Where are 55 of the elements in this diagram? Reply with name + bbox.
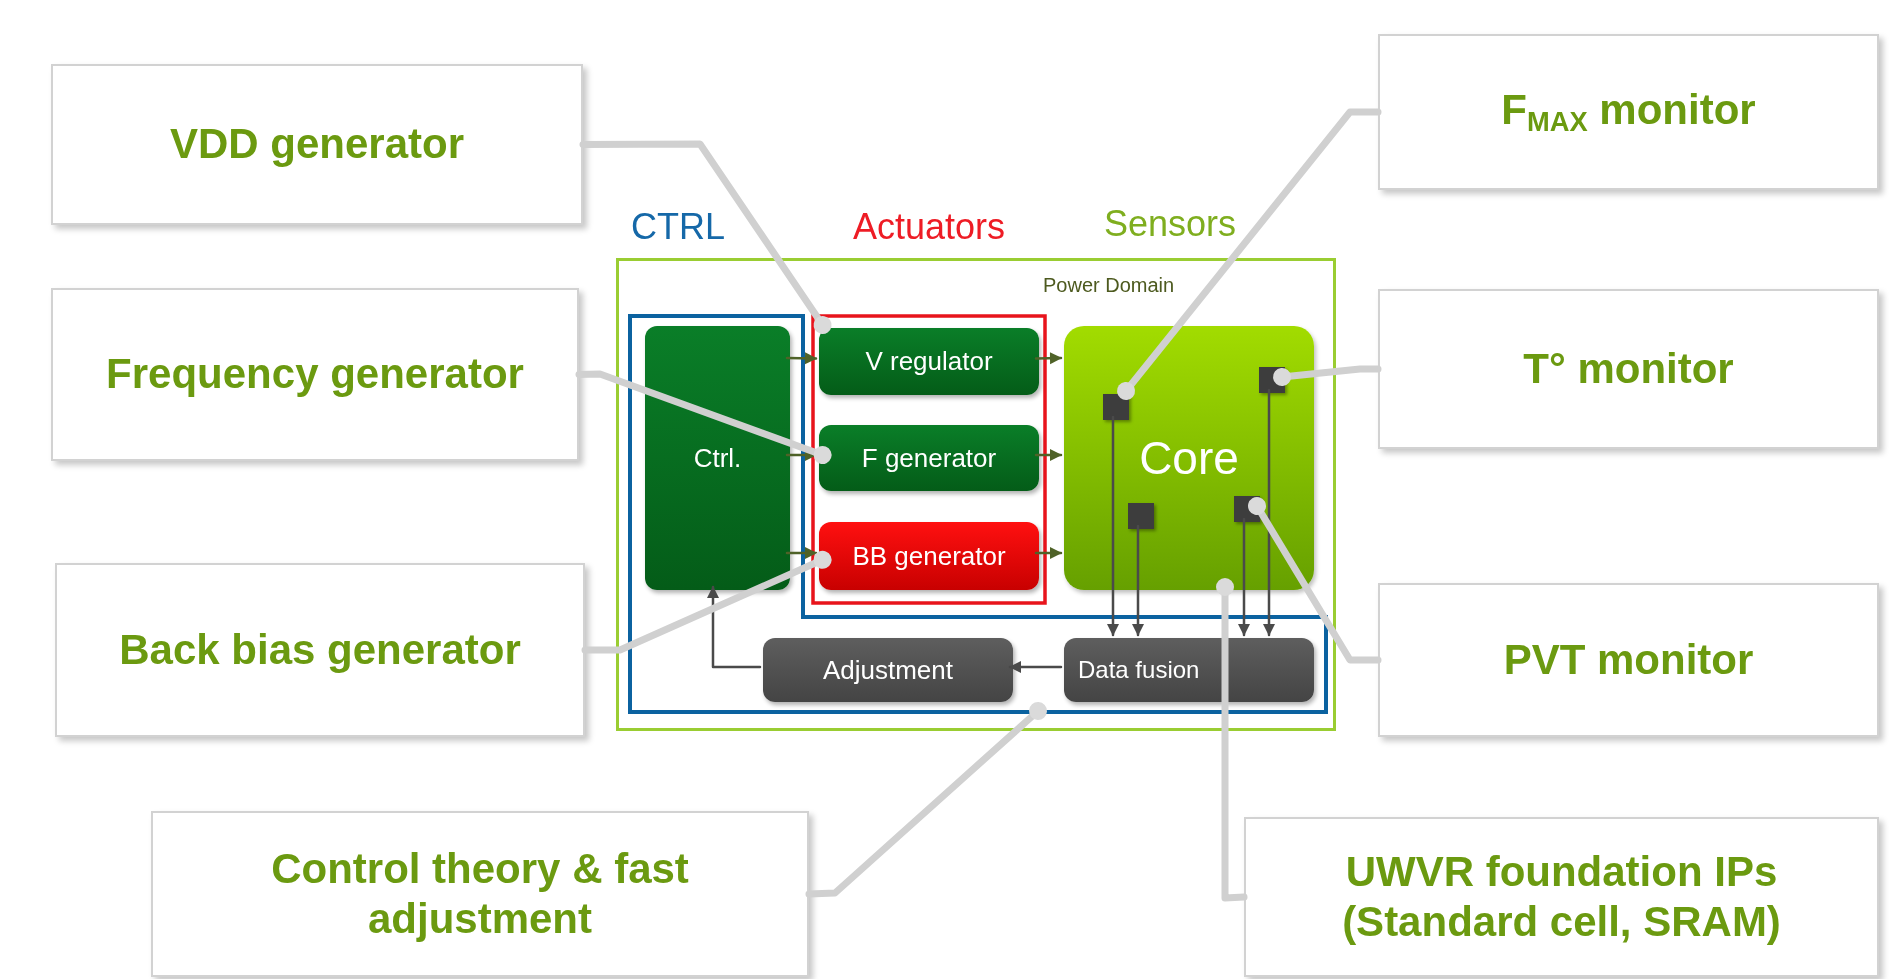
- callout-label: F$_{MAX}$ monitor: [1500, 85, 1757, 139]
- leader-line: [805, 702, 1047, 898]
- arrow: [785, 547, 818, 559]
- process-block: [819, 328, 1039, 395]
- sensor-square: [1103, 394, 1129, 420]
- block-label: V regulator: [865, 346, 993, 377]
- block-label: Adjustment: [822, 654, 954, 686]
- core-block: [1064, 326, 1314, 590]
- process-block: [763, 638, 1013, 702]
- callout-label: UWVR foundation IPs (Standard cell, SRAM): [1341, 846, 1782, 947]
- process-block: [819, 425, 1039, 491]
- callout-label: Frequency generator: [105, 349, 525, 400]
- leader-line: [1216, 578, 1248, 902]
- group-heading: Actuators: [851, 209, 1007, 245]
- callout-box: [51, 64, 583, 225]
- callout-box: [151, 811, 809, 977]
- group-heading: Sensors: [1102, 206, 1238, 242]
- callout-box: [1378, 34, 1879, 190]
- arrow: [785, 352, 818, 365]
- leader-line: [581, 550, 832, 654]
- callout-label: T° monitor: [1522, 343, 1735, 394]
- callout-label: Back bias generator: [118, 624, 522, 675]
- block-label: BB generator: [852, 540, 1006, 572]
- domain-label: Power Domain: [1043, 275, 1175, 295]
- callout-box: [1378, 583, 1879, 737]
- process-block: [645, 326, 790, 590]
- arrow: [1132, 524, 1144, 637]
- leader-line: [579, 140, 832, 334]
- callout-label: PVT monitor: [1502, 634, 1755, 685]
- block-label: Ctrl.: [693, 442, 742, 474]
- arrow: [1034, 449, 1063, 461]
- callout-box: [1378, 289, 1879, 449]
- callout-label: Control theory & fast adjustment: [270, 843, 690, 944]
- callout-box: [1244, 817, 1879, 977]
- arrow: [1034, 352, 1063, 365]
- process-block: [1064, 638, 1314, 702]
- arrow: [1238, 517, 1250, 637]
- sensor-square: [1128, 503, 1154, 529]
- leader-line: [1117, 108, 1382, 400]
- block-label: F generator: [861, 442, 997, 474]
- block-label: Data fusion: [1078, 656, 1200, 684]
- leader-line: [1273, 365, 1382, 386]
- arrow: [1008, 661, 1063, 673]
- callout-label: VDD generator: [168, 119, 466, 170]
- leader-line: [575, 370, 832, 464]
- arrow: [1263, 388, 1275, 637]
- arrow: [1107, 415, 1119, 637]
- arrow: [707, 585, 762, 669]
- callout-box: [55, 563, 585, 737]
- arrow: [1034, 546, 1063, 559]
- callout-box: [51, 288, 579, 461]
- block-label: Core: [1139, 431, 1239, 485]
- process-block: [819, 522, 1039, 590]
- group-heading: CTRL: [631, 209, 725, 245]
- leader-line: [1248, 497, 1382, 664]
